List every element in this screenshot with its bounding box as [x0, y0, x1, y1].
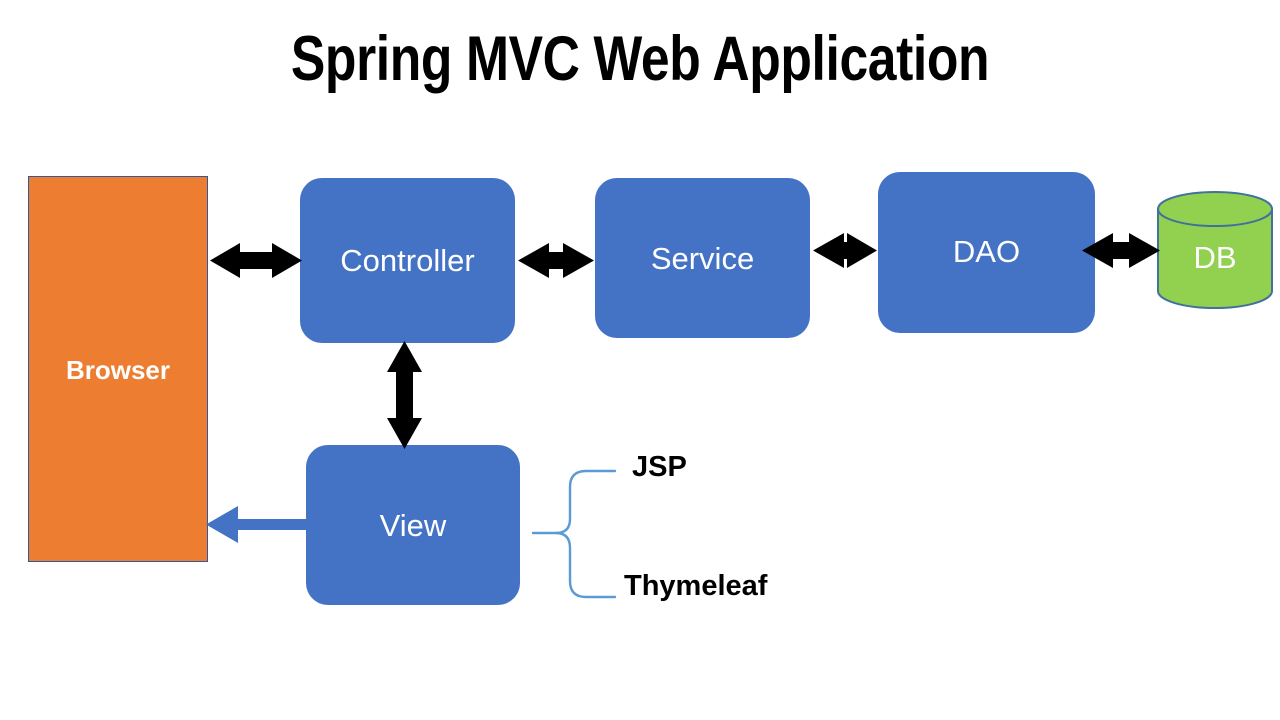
node-db[interactable]: DB: [1156, 191, 1274, 309]
node-browser[interactable]: Browser: [28, 176, 208, 562]
connector-controller-service: [518, 243, 594, 278]
node-controller[interactable]: Controller: [300, 178, 515, 343]
connector-browser-controller: [210, 243, 302, 278]
page-title: Spring MVC Web Application: [290, 24, 990, 94]
brace-label-thymeleaf: Thymeleaf: [624, 570, 768, 602]
node-service[interactable]: Service: [595, 178, 810, 338]
node-service-label: Service: [650, 241, 755, 276]
connector-view-browser: [206, 506, 309, 543]
brace-label-jsp: JSP: [632, 451, 687, 483]
node-dao[interactable]: DAO: [878, 172, 1095, 333]
connector-controller-view: [387, 341, 422, 449]
node-browser-label: Browser: [65, 355, 171, 385]
connector-service-dao: [813, 233, 877, 268]
view-technologies-brace: [531, 469, 617, 599]
node-dao-label: DAO: [952, 234, 1021, 269]
database-cylinder-icon: [1157, 191, 1273, 309]
node-view-label: View: [379, 508, 447, 543]
node-view[interactable]: View: [306, 445, 520, 605]
node-controller-label: Controller: [340, 243, 475, 278]
node-db-label: DB: [1193, 239, 1237, 275]
